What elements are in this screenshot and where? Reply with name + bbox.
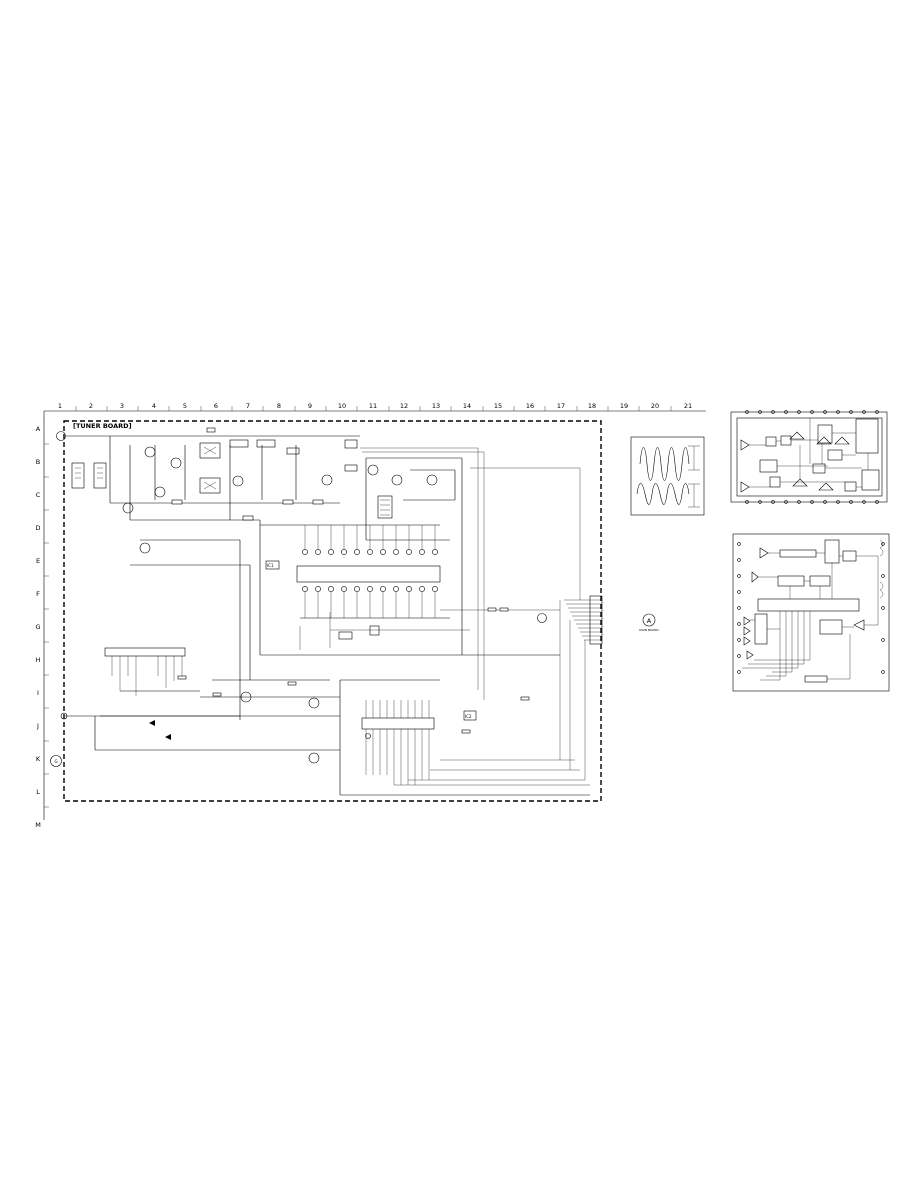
row-letter: A: [36, 425, 41, 433]
row-letter: B: [36, 458, 40, 466]
lower-left-section: G: [50, 647, 340, 767]
connector-a-caption: MAIN BOARD: [639, 628, 659, 632]
row-letter: C: [36, 491, 41, 499]
bus-lines: [299, 447, 581, 700]
column-number: 20: [651, 402, 659, 410]
column-number: 13: [432, 402, 440, 410]
connector-g-circle: [50, 755, 62, 767]
row-letter: E: [36, 557, 40, 565]
board-title: [TUNER BOARD]: [73, 422, 132, 430]
output-connector: A MAIN BOARD: [487, 595, 659, 645]
block-diagram-upper: [730, 410, 888, 504]
column-number: 9: [308, 402, 312, 410]
waveform-panel: [630, 436, 705, 516]
column-number: 7: [246, 402, 250, 410]
row-letter: F: [36, 590, 40, 598]
connector-a-letter: A: [647, 617, 652, 625]
row-letters: A B C D E F G H I J K L M: [35, 425, 41, 829]
column-number: 17: [557, 402, 565, 410]
column-number: 14: [463, 402, 471, 410]
row-letter: J: [36, 722, 39, 730]
ic1-body: [296, 565, 441, 583]
rf-front-end: [71, 427, 358, 720]
column-number: 2: [89, 402, 93, 410]
connector-g-letter: G: [54, 759, 57, 764]
block-diagram-lower: [732, 533, 890, 692]
row-letter: D: [35, 524, 40, 532]
column-numbers: 1 2 3 4 5 6 7 8 9 10 11 12 13 14 15 16 1…: [58, 402, 692, 410]
row-letter: I: [37, 689, 39, 697]
row-letter: H: [36, 656, 41, 664]
column-number: 12: [400, 402, 408, 410]
antenna-jack: [56, 431, 66, 441]
column-number: 6: [214, 402, 218, 410]
ic1-tuner-chip: IC1: [259, 457, 560, 656]
tuner-board: [TUNER BOARD]: [50, 420, 659, 802]
column-number: 15: [494, 402, 502, 410]
row-letter: M: [35, 821, 41, 829]
column-number: 8: [277, 402, 281, 410]
ic2-label: IC2: [465, 714, 472, 719]
ic1-label: IC1: [267, 563, 274, 568]
row-letter: G: [35, 623, 40, 631]
ic2-chip: IC2: [339, 600, 590, 796]
column-number: 16: [526, 402, 534, 410]
connector-a-circle: [642, 613, 656, 627]
board-outline: [63, 420, 602, 802]
grid-frame: [43, 406, 706, 820]
column-number: 3: [120, 402, 124, 410]
column-number: 19: [620, 402, 628, 410]
column-number: 21: [684, 402, 692, 410]
column-number: 1: [58, 402, 62, 410]
column-number: 10: [338, 402, 346, 410]
row-letter: L: [36, 788, 40, 796]
column-number: 11: [369, 402, 377, 410]
column-number: 5: [183, 402, 187, 410]
ic2-body: [361, 717, 435, 730]
column-number: 4: [152, 402, 156, 410]
column-number: 18: [588, 402, 596, 410]
row-letter: K: [36, 755, 41, 763]
upper-right-stage: [365, 458, 456, 541]
